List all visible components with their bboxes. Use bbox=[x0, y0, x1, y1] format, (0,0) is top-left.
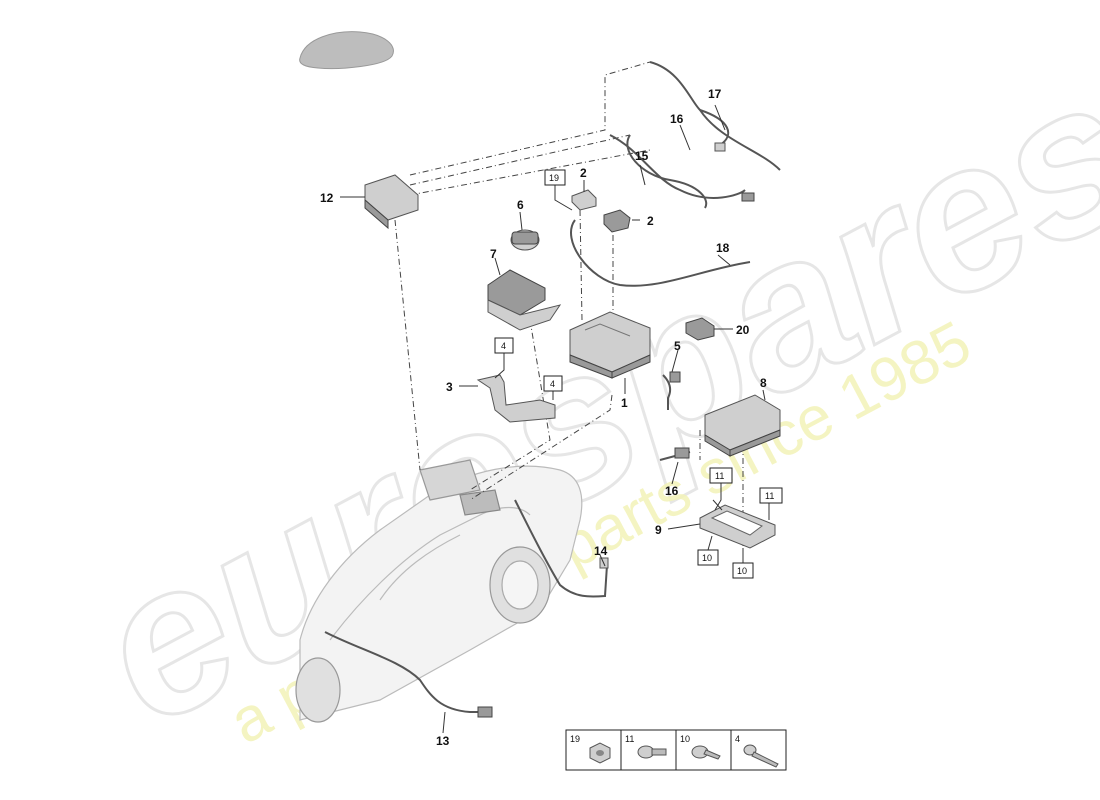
legend-label-10: 10 bbox=[680, 734, 690, 744]
legend-label-19: 19 bbox=[570, 734, 580, 744]
callout-14: 14 bbox=[594, 544, 608, 558]
callout-1: 1 bbox=[621, 396, 628, 410]
part-9-bracket bbox=[699, 504, 776, 549]
part-6-holder bbox=[510, 229, 540, 251]
watermark-brand: eurospares bbox=[61, 31, 1100, 770]
car-thumbnail bbox=[299, 31, 394, 69]
legend-label-11: 11 bbox=[625, 734, 634, 744]
boxed-callout-11a: 11 bbox=[715, 471, 724, 481]
long-screw-icon bbox=[743, 744, 779, 768]
boxed-callout-4b: 4 bbox=[550, 379, 555, 389]
boxed-callout-10a: 10 bbox=[702, 553, 712, 563]
legend-cell-4: 4 bbox=[735, 734, 779, 768]
vehicle-outline bbox=[295, 459, 583, 723]
callout-15: 15 bbox=[635, 149, 649, 163]
part-2-clip-b bbox=[603, 209, 631, 233]
callout-12: 12 bbox=[320, 191, 334, 205]
callout-18: 18 bbox=[716, 241, 730, 255]
callout-7: 7 bbox=[490, 247, 497, 261]
part-1-battery bbox=[569, 311, 651, 379]
leader-lines bbox=[340, 104, 770, 734]
callout-numbers: 12 6 7 2 2 15 16 17 18 20 5 8 1 3 16 9 1… bbox=[320, 87, 767, 748]
callout-2b: 2 bbox=[647, 214, 654, 228]
legend-cell-10: 10 bbox=[680, 734, 721, 760]
boxed-callout-4a: 4 bbox=[501, 341, 506, 351]
callout-5: 5 bbox=[674, 339, 681, 353]
callout-6: 6 bbox=[517, 198, 524, 212]
guide-lines bbox=[394, 61, 744, 550]
part-7-cover bbox=[487, 269, 562, 331]
callout-17: 17 bbox=[708, 87, 722, 101]
screw-icon bbox=[691, 745, 721, 760]
callout-3: 3 bbox=[446, 380, 453, 394]
part-20-fuse bbox=[685, 317, 715, 341]
part-12-control-unit bbox=[364, 174, 419, 230]
bolt-icon bbox=[637, 745, 667, 759]
part-8-module bbox=[704, 394, 781, 457]
boxed-callout-11b: 11 bbox=[765, 491, 774, 501]
legend-cell-19: 19 bbox=[570, 734, 611, 764]
boxed-callouts: 19 4 4 11 11 10 10 bbox=[494, 169, 783, 579]
callout-13: 13 bbox=[436, 734, 450, 748]
boxed-callout-19: 19 bbox=[549, 173, 559, 183]
callout-8: 8 bbox=[760, 376, 767, 390]
parts bbox=[364, 174, 781, 549]
callout-2a: 2 bbox=[580, 166, 587, 180]
callout-20: 20 bbox=[736, 323, 750, 337]
callout-16a: 16 bbox=[670, 112, 684, 126]
legend-cell-11: 11 bbox=[625, 734, 667, 759]
part-3-strap bbox=[476, 374, 556, 423]
watermark: eurospares a passion for parts since 198… bbox=[59, 29, 1100, 771]
legend-label-4: 4 bbox=[735, 734, 740, 744]
boxed-callout-10b: 10 bbox=[737, 566, 747, 576]
callout-9: 9 bbox=[655, 523, 662, 537]
part-2-clip-a bbox=[571, 189, 597, 211]
fastener-legend: 19 11 10 4 bbox=[565, 729, 787, 771]
nut-icon bbox=[589, 742, 611, 764]
callout-16b: 16 bbox=[665, 484, 679, 498]
